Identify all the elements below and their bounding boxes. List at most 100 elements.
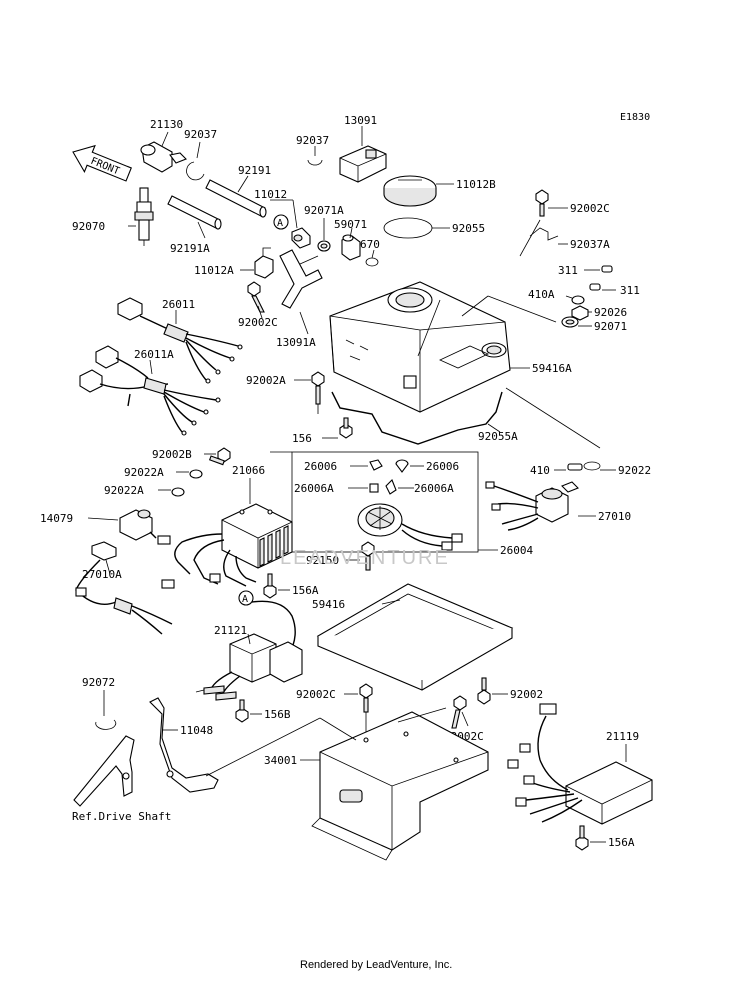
case-59416-part: [316, 583, 514, 691]
fitting-59071-part: [341, 234, 361, 261]
label-92071: 92071: [594, 320, 627, 333]
washer-410A-part: [571, 295, 585, 305]
label-21121: 21121: [214, 624, 247, 637]
grommet-92071-part: [561, 316, 579, 328]
label-21130: 21130: [150, 118, 183, 131]
label-26006-b: 26006: [426, 460, 459, 473]
label-26011: 26011: [162, 298, 195, 311]
bolt-92002B-part: [208, 447, 231, 466]
sensor-27010-part: [485, 481, 579, 531]
gasket-92055A-part: [331, 391, 503, 445]
electrical-case-cover-part: [329, 281, 511, 413]
screw-311-b-part: [589, 283, 601, 291]
label-92070: 92070: [72, 220, 105, 233]
bracket-34001-part: [311, 711, 489, 861]
label-92022: 92022: [618, 464, 651, 477]
part-26006-a: [369, 459, 383, 471]
label-26011A: 26011A: [134, 348, 174, 361]
bolt-92002A-part: [311, 371, 325, 405]
label-13091A: 13091A: [276, 336, 316, 349]
label-92002A: 92002A: [246, 374, 286, 387]
washer-92022-part: [583, 461, 601, 471]
bracket-13091-part: [339, 145, 387, 183]
hose-a-part: [167, 195, 222, 230]
label-11012B: 11012B: [456, 178, 496, 191]
bolt-92002C-top-part: [535, 189, 549, 217]
hose-part: [205, 179, 267, 218]
filler-cap-part: [383, 175, 437, 207]
bolt-92002C-part: [247, 281, 265, 313]
label-26006A-a: 26006A: [294, 482, 334, 495]
part-26006A-b: [385, 479, 397, 495]
label-156A-b: 156A: [608, 836, 635, 849]
label-59416A: 59416A: [532, 362, 572, 375]
label-156B: 156B: [264, 708, 291, 721]
label-156: 156: [292, 432, 312, 445]
label-92022A-b: 92022A: [104, 484, 144, 497]
label-11012: 11012: [254, 188, 287, 201]
label-410A: 410A: [528, 288, 555, 301]
grommet-11012A-part: [254, 247, 274, 279]
regulator-21066-part: [157, 503, 293, 589]
label-26006A-b: 26006A: [414, 482, 454, 495]
ignition-coil-21121-part: [195, 633, 303, 701]
footer-credit: Rendered by LeadVenture, Inc.: [300, 959, 452, 971]
bolt-156B-part: [235, 699, 249, 723]
label-92022A-a: 92022A: [124, 466, 164, 479]
harness-26011A-part: [79, 345, 221, 436]
label-92072: 92072: [82, 676, 115, 689]
grommet-92071A-part: [317, 240, 331, 252]
washer-92022A-a-part: [189, 469, 203, 479]
cap-14079-part: [119, 509, 157, 541]
harness-26011-part: [117, 297, 243, 384]
subassembly-frame: [291, 451, 479, 553]
clip-92037A-part: [529, 227, 559, 241]
bracket-11048-part: [149, 697, 219, 793]
cdi-unit-21119-part: [507, 703, 653, 825]
label-59071: 59071: [334, 218, 367, 231]
label-92055A: 92055A: [478, 430, 518, 443]
part-26006-b: [395, 459, 409, 473]
callout-a-top: A: [277, 218, 283, 229]
switch-27010A-part: [75, 541, 173, 635]
label-92002C-a: 92002C: [570, 202, 610, 215]
o-ring-92055-part: [383, 217, 433, 239]
label-92026: 92026: [594, 306, 627, 319]
label-670: 670: [360, 238, 380, 251]
label-92191A: 92191A: [170, 242, 210, 255]
label-26004: 26004: [500, 544, 533, 557]
label-156A-a: 156A: [292, 584, 319, 597]
o-ring-670-part: [365, 257, 379, 267]
label-410: 410: [530, 464, 550, 477]
front-arrow-icon: FRONT: [72, 144, 132, 182]
label-92002: 92002: [510, 688, 543, 701]
bolt-156-part: [339, 417, 353, 439]
clip-part: [186, 161, 205, 181]
bolt-156A-bottom-part: [575, 825, 589, 851]
label-92002C-c: 92002C: [296, 688, 336, 701]
label-drive-shaft: Ref.Drive Shaft: [72, 810, 171, 823]
label-311-a: 311: [558, 264, 578, 277]
grommet-92026-part: [571, 305, 589, 321]
part-26006A-a: [369, 483, 379, 493]
bolt-156A-mid-part: [263, 573, 277, 599]
label-92002C-b: 92002C: [238, 316, 278, 329]
bracket-13091A-part: [279, 249, 323, 309]
label-92055: 92055: [452, 222, 485, 235]
washer-410-part: [567, 463, 583, 471]
bolt-92002C-lower-part: [451, 695, 467, 729]
clip-92072-part: [95, 719, 117, 730]
label-92002B: 92002B: [152, 448, 192, 461]
label-26006-a: 26006: [304, 460, 337, 473]
screw-92150-part: [361, 541, 375, 571]
label-34001: 34001: [264, 754, 297, 767]
screw-311-a-part: [601, 265, 613, 273]
label-27010: 27010: [598, 510, 631, 523]
rotor-26004-part: [357, 503, 463, 551]
label-27010A: 27010A: [82, 568, 122, 581]
label-14079: 14079: [40, 512, 73, 525]
label-92191: 92191: [238, 164, 271, 177]
grommet-11012-part: [291, 227, 311, 249]
callout-a-bottom: A: [242, 594, 248, 605]
